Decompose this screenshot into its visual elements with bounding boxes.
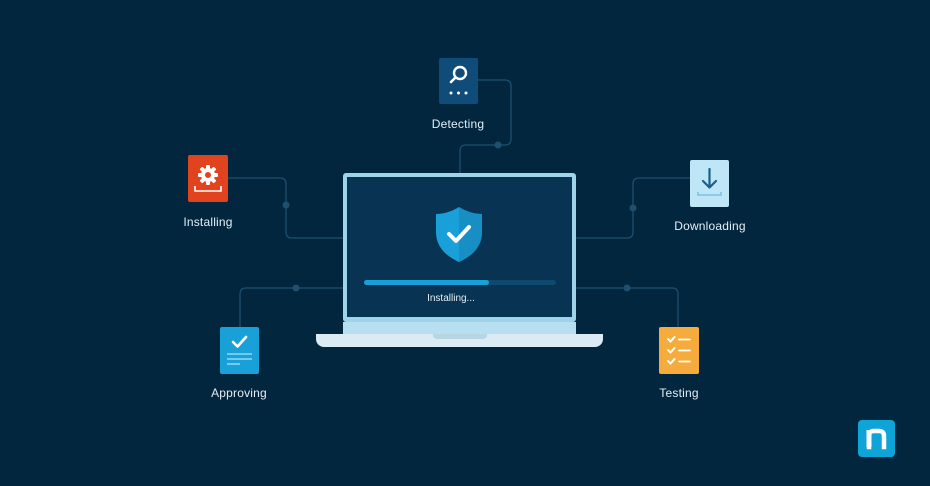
approving-node <box>220 327 259 374</box>
downloading-label: Downloading <box>674 219 746 233</box>
n-logo-icon <box>866 428 887 450</box>
install-progress-bar <box>364 280 556 285</box>
approving-label: Approving <box>211 386 267 400</box>
connector-testing <box>576 287 679 327</box>
connector-dot-approving <box>292 284 300 292</box>
connector-approving <box>239 287 343 327</box>
brand-logo <box>858 420 895 457</box>
installing-label: Installing <box>183 215 233 229</box>
laptop-notch <box>433 334 487 339</box>
detecting-label: Detecting <box>431 117 485 131</box>
shield-check-icon <box>436 207 482 262</box>
testing-label: Testing <box>659 386 699 400</box>
magnifier-icon <box>449 65 468 95</box>
install-progress-fill <box>364 280 489 285</box>
downloading-node <box>690 160 729 207</box>
connector-dot-testing <box>623 284 631 292</box>
detecting-node <box>439 58 478 104</box>
download-icon <box>697 167 722 196</box>
connector-detecting <box>459 79 512 173</box>
checklist-document-icon <box>227 335 252 365</box>
task-list-icon <box>667 336 691 365</box>
connector-dot-detecting <box>494 141 502 149</box>
gear-icon <box>194 165 222 192</box>
install-status-text: Installing... <box>427 293 475 304</box>
laptop-hinge <box>343 322 576 334</box>
testing-node <box>659 327 699 374</box>
connector-dot-downloading <box>629 204 637 212</box>
laptop-base <box>316 334 603 347</box>
connector-dot-installing <box>282 201 290 209</box>
installing-node <box>188 155 228 202</box>
